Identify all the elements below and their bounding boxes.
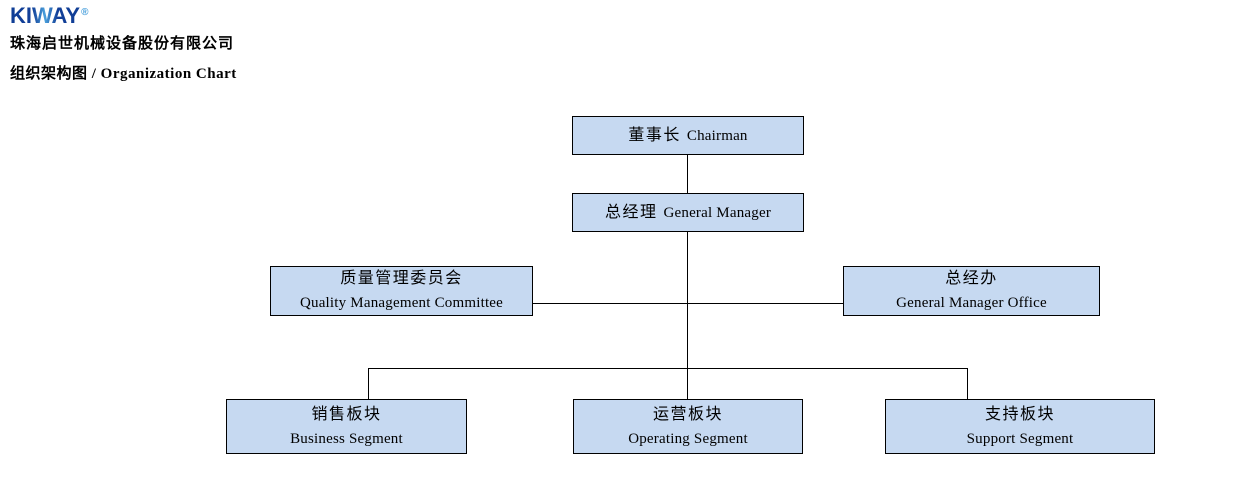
connector-chairman-to-gm [687,155,688,193]
kiway-logo: KIWAY® [10,1,88,28]
connector-bottom-tier [368,368,968,369]
node-label-zh: 销售板块 [311,405,382,423]
page-title: 组织架构图 / Organization Chart [10,66,237,82]
node-label-en: Operating Segment [628,430,748,447]
node-label-en: Support Segment [966,430,1074,447]
node-label-zh: 支持板块 [984,405,1055,423]
node-label-zh: 总经理 [604,203,658,221]
org-node-general-manager-office: 总经办 General Manager Office [843,266,1100,316]
node-label-en: General Manager [663,204,772,221]
node-label-zh: 董事长 [628,126,681,144]
org-node-chairman: 董事长 Chairman [572,116,804,155]
node-label-en: Quality Management Committee [299,295,504,311]
connector-gm-to-bottom-tier [687,232,688,399]
org-node-operating-segment: 运营板块 Operating Segment [573,399,803,454]
node-label-zh: 运营板块 [652,405,723,423]
connector-drop-to-support [967,368,968,399]
node-label-zh: 质量管理委员会 [340,270,463,287]
node-label-en: Chairman [686,127,748,144]
kiway-logo-text: KIWAY [10,3,81,29]
node-label-en: Business Segment [290,430,403,447]
company-name: 珠海启世机械设备股份有限公司 [10,36,235,52]
connector-drop-to-business [368,368,369,399]
org-node-support-segment: 支持板块 Support Segment [885,399,1155,454]
node-label-en: General Manager Office [896,295,1047,311]
org-node-business-segment: 销售板块 Business Segment [226,399,467,454]
node-label-zh: 总经办 [945,270,998,287]
org-node-general-manager: 总经理 General Manager [572,193,804,232]
connector-qmc-to-gmo [533,303,843,304]
registered-trademark-symbol: ® [81,7,89,18]
org-node-quality-management-committee: 质量管理委员会 Quality Management Committee [270,266,533,316]
